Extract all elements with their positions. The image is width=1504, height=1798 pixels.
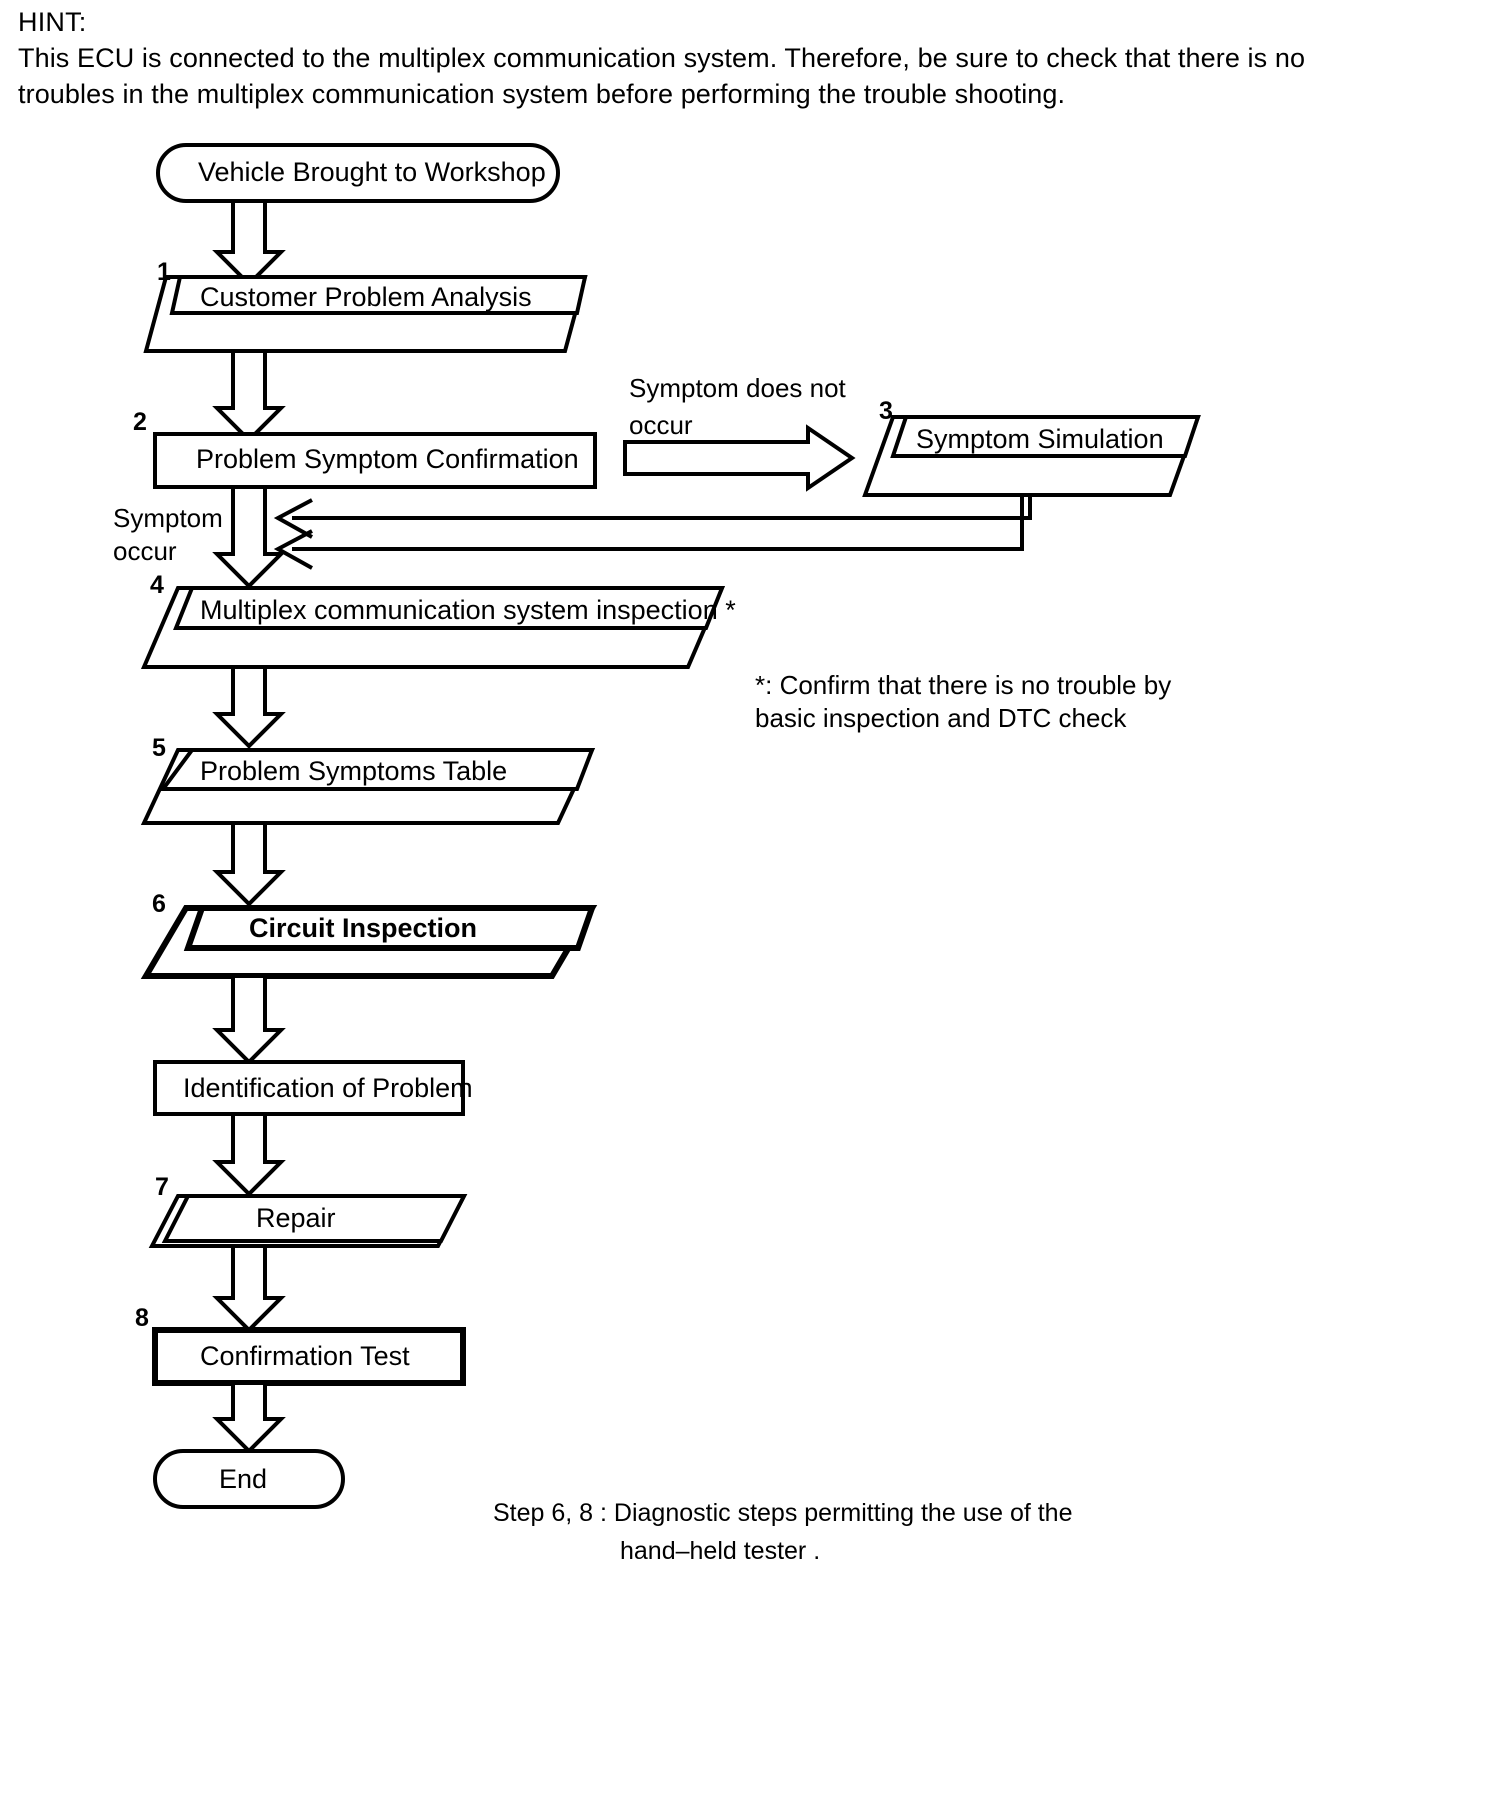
shape-node-4-front — [173, 586, 725, 630]
shape-node-6-front — [183, 905, 597, 951]
step-number-3: 3 — [879, 397, 893, 425]
step-number-4: 4 — [150, 571, 164, 599]
caption-line1: Step 6, 8 : Diagnostic steps permitting … — [493, 1499, 1073, 1527]
node-label-7: Repair — [256, 1203, 336, 1233]
shape-identification-of-problem — [153, 1060, 465, 1116]
node-label-4: Multiplex communication system inspectio… — [200, 595, 736, 625]
shape-node-3-front — [890, 415, 1201, 458]
feedback-loop-lower — [292, 495, 1024, 551]
node-label-end: End — [219, 1464, 268, 1494]
step-number-2: 2 — [133, 408, 147, 436]
arrow-8-to-end — [212, 1381, 286, 1454]
edge-label-symptom-occur-line1: Symptom — [113, 503, 223, 533]
arrow-5-to-6 — [212, 821, 286, 907]
arrow-4-to-5 — [212, 665, 286, 749]
arrow-2-to-3 — [623, 424, 856, 492]
edge-label-symptom-not-occur-line1: Symptom does not — [629, 373, 846, 403]
shape-node-2 — [153, 432, 597, 489]
shape-node-1-front — [169, 275, 588, 315]
caption-line2: hand–held tester . — [620, 1537, 821, 1565]
step-number-6: 6 — [152, 890, 166, 918]
step-number-7: 7 — [155, 1173, 169, 1201]
node-label-start: Vehicle Brought to Workshop — [198, 157, 546, 187]
shape-node-7-front — [161, 1194, 468, 1243]
step-number-8: 8 — [135, 1304, 149, 1332]
node-label-5: Problem Symptoms Table — [200, 756, 508, 786]
shape-start-terminator — [156, 143, 560, 203]
arrow-2-to-4 — [212, 485, 286, 589]
arrow-start-to-1 — [212, 199, 286, 287]
step-number-1: 1 — [157, 258, 171, 286]
shape-end-terminator — [153, 1449, 345, 1509]
node-label-identification: Identification of Problem — [183, 1073, 473, 1103]
feedback-loop-arrowhead — [273, 498, 313, 539]
arrow-7-to-8 — [212, 1244, 286, 1333]
edge-label-symptom-occur-line2: occur — [113, 536, 177, 566]
step-number-5: 5 — [152, 734, 166, 762]
arrow-1-to-2 — [212, 349, 286, 443]
node-label-8: Confirmation Test — [200, 1341, 410, 1371]
node-label-2: Problem Symptom Confirmation — [196, 444, 579, 474]
arrow-6-to-identification — [212, 974, 286, 1065]
hint-body: This ECU is connected to the multiplex c… — [18, 43, 1306, 109]
feedback-loop-arrowhead-2 — [273, 529, 313, 570]
feedback-loop-upper — [292, 495, 1032, 520]
node-label-6: Circuit Inspection — [249, 913, 478, 943]
asterisk-note-line2: basic inspection and DTC check — [755, 703, 1127, 733]
hint-label: HINT: — [18, 7, 87, 37]
asterisk-note-line1: *: Confirm that there is no trouble by — [755, 670, 1172, 700]
shape-node-5-front — [159, 748, 595, 791]
edge-label-symptom-not-occur-line2: occur — [629, 410, 693, 440]
hint-block: HINT: This ECU is connected to the multi… — [18, 4, 1318, 112]
node-label-3: Symptom Simulation — [916, 424, 1164, 454]
arrow-identification-to-7 — [212, 1112, 286, 1197]
node-label-1: Customer Problem Analysis — [200, 282, 532, 312]
shape-node-8 — [152, 1327, 466, 1386]
